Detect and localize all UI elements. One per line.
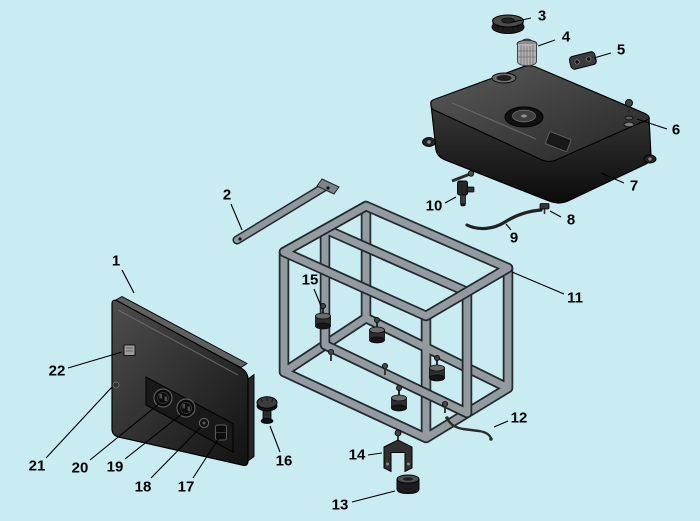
ground-terminal — [112, 381, 120, 389]
panel-switch — [215, 424, 227, 441]
fuel-cap — [491, 14, 525, 34]
callout-part-2-support-bar: 2 — [223, 187, 231, 204]
frame — [278, 200, 514, 444]
control-panel-cover — [111, 295, 255, 467]
leader-line-part-11 — [511, 271, 565, 295]
rubber-foot — [396, 474, 420, 495]
fuel-tank — [422, 65, 657, 204]
callout-part-11-frame: 11 — [567, 290, 583, 307]
callout-part-1-control-panel-cover: 1 — [112, 253, 120, 270]
receptacle-right — [176, 398, 196, 418]
callout-part-20-receptacle-left: 20 — [72, 460, 89, 477]
leader-line-part-15 — [313, 288, 322, 307]
leader-line-part-18 — [150, 426, 202, 479]
tank-plate — [545, 131, 572, 152]
leader-line-part-14 — [367, 452, 383, 456]
leader-line-part-13 — [351, 490, 396, 503]
leader-line-part-9 — [505, 223, 512, 231]
leader-line-part-6 — [636, 118, 668, 130]
callout-part-8-hose-clip: 8 — [567, 212, 575, 229]
leader-line-part-12 — [493, 420, 509, 428]
receptacle-left — [153, 388, 173, 408]
callout-part-19-receptacle-right: 19 — [107, 459, 124, 476]
leader-line-part-10 — [444, 196, 457, 204]
callout-part-4-fuel-strainer: 4 — [562, 29, 571, 46]
leader-line-part-8 — [549, 210, 562, 218]
callout-part-17-panel-switch: 17 — [178, 479, 195, 496]
callout-part-18-circuit-breaker: 18 — [135, 479, 152, 496]
leader-line-part-20 — [89, 402, 161, 461]
callout-part-6-bolt-and-washers: 6 — [672, 122, 680, 139]
tank-bracket — [568, 51, 597, 70]
leader-line-part-16 — [269, 425, 281, 453]
fuel-strainer — [516, 38, 538, 67]
callout-part-22-panel-label: 22 — [49, 363, 66, 380]
circuit-breaker — [198, 417, 210, 429]
callout-part-9-fuel-hose: 9 — [510, 230, 518, 247]
leader-line-part-4 — [537, 39, 556, 47]
leader-line-part-1 — [121, 269, 135, 294]
callout-part-21-ground-terminal: 21 — [29, 458, 46, 475]
leader-line-part-7 — [600, 172, 625, 184]
callout-part-12-drain-rod: 12 — [511, 410, 528, 427]
fuel-valve — [451, 170, 475, 207]
fuel-hose — [465, 208, 543, 231]
foot-bracket — [383, 429, 413, 473]
leader-line-part-22 — [67, 351, 123, 369]
leader-line-part-3 — [512, 17, 532, 23]
callout-part-7-fuel-tank: 7 — [630, 178, 638, 195]
callout-part-5-tank-bracket: 5 — [617, 42, 625, 59]
leader-line-part-19 — [124, 412, 184, 460]
callout-part-15-vibration-mount: 15 — [302, 272, 319, 289]
callout-part-14-foot-bracket: 14 — [349, 447, 366, 464]
callout-part-10-fuel-valve: 10 — [426, 198, 443, 215]
callout-part-13-rubber-foot: 13 — [332, 497, 349, 514]
bolt-and-washers — [623, 99, 635, 128]
leader-line-part-2 — [230, 203, 243, 231]
callout-part-3-fuel-tank-cap: 3 — [538, 8, 546, 25]
drain-rod — [445, 416, 493, 441]
leader-line-part-5 — [593, 52, 612, 59]
panel-knob — [256, 396, 278, 424]
callout-part-16-panel-knob: 16 — [276, 453, 293, 470]
panel-label — [123, 344, 136, 356]
support-bar — [232, 178, 340, 245]
hose-clip — [539, 203, 550, 214]
leader-line-part-21 — [45, 386, 113, 459]
leader-line-part-17 — [192, 437, 220, 479]
